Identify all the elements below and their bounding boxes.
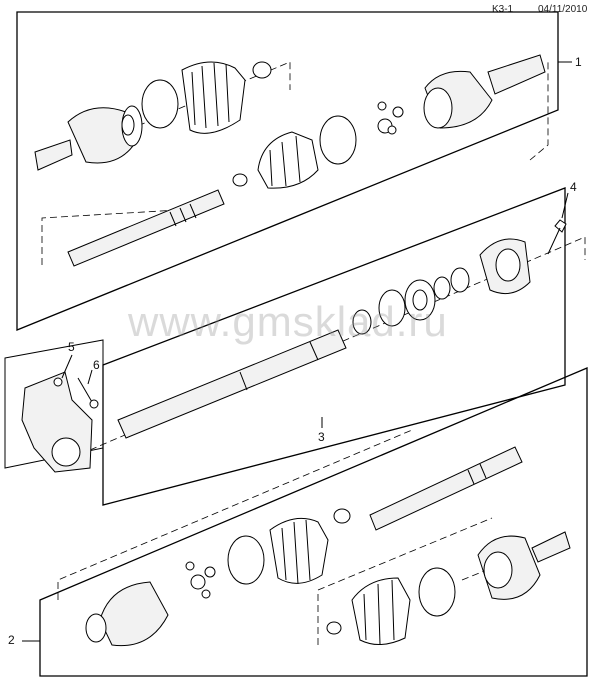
half-shaft-lower	[369, 446, 523, 531]
watermark: www.gmsklad.ru	[128, 298, 448, 345]
support-bracket-5	[21, 371, 93, 473]
boot-clamp-ring-lower-outer	[418, 567, 456, 617]
tripod-spider-upper	[377, 101, 404, 135]
bolt-4	[547, 219, 567, 255]
diagram-code: K3-1	[492, 4, 514, 15]
inner-cv-housing-lower	[85, 581, 169, 647]
cv-boot-lower-inner	[269, 508, 351, 585]
boot-clamp-ring-upper	[121, 79, 179, 136]
support-bearing	[404, 267, 470, 321]
cv-boot-lower-outer	[326, 577, 411, 645]
frame-assembly-1	[16, 11, 559, 331]
callout-2: 2	[8, 633, 15, 647]
frame-assembly-2	[39, 367, 588, 677]
outer-cv-joint-lower	[477, 531, 571, 600]
half-shaft-upper	[67, 189, 225, 267]
callout-5: 5	[68, 340, 75, 354]
tripod-spider-lower	[185, 561, 216, 599]
inner-cv-housing-upper	[423, 54, 546, 129]
cv-boot-upper-inner	[232, 131, 319, 189]
diagram-date: 04/11/2010	[538, 4, 588, 15]
snap-ring-intermediate	[352, 289, 406, 335]
bearing-housing-flange	[479, 238, 531, 295]
callout-4: 4	[570, 180, 577, 194]
frame-assembly-3	[102, 187, 566, 506]
callout-3: 3	[318, 430, 325, 444]
callout-6: 6	[93, 358, 100, 372]
intermediate-shaft	[117, 329, 347, 439]
boot-clamp-ring-upper-inner	[319, 115, 357, 165]
bolt-6	[77, 377, 99, 409]
callout-1: 1	[575, 55, 582, 69]
frame-bracket	[4, 339, 104, 469]
cv-boot-upper-outer	[181, 61, 272, 134]
boot-clamp-ring-lower-inner	[227, 535, 265, 585]
